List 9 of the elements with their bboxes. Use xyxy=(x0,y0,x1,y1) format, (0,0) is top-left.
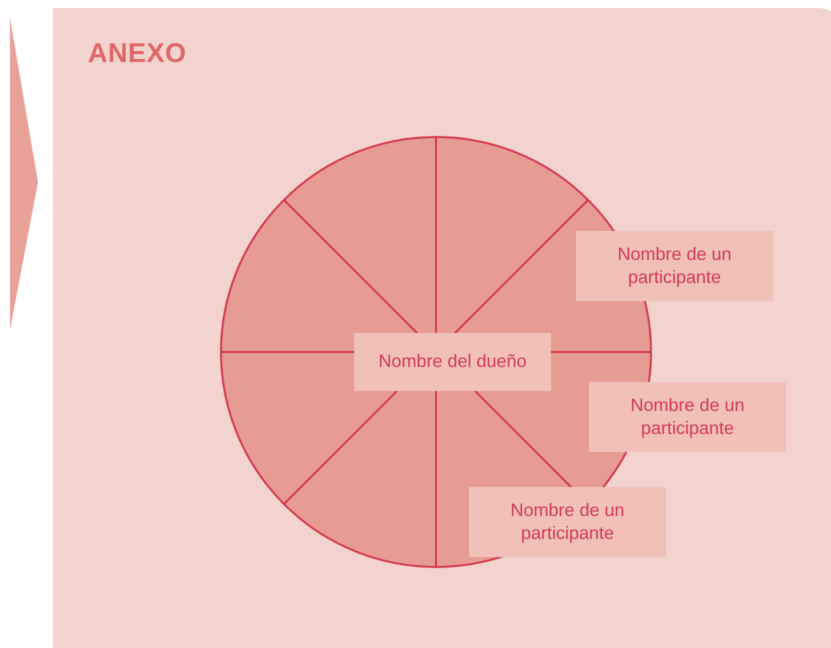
name-label-box xyxy=(354,333,551,391)
name-label-box xyxy=(469,487,666,557)
name-label-box xyxy=(589,382,786,452)
title: ANEXO xyxy=(88,38,187,69)
name-text: Nombre de un participante xyxy=(629,394,746,440)
name-label-box xyxy=(576,231,773,301)
name-text: Nombre de un participante xyxy=(616,242,733,289)
name-text: Nombre de un participante xyxy=(509,498,626,545)
name-text: Nombre del dueño xyxy=(378,350,527,374)
